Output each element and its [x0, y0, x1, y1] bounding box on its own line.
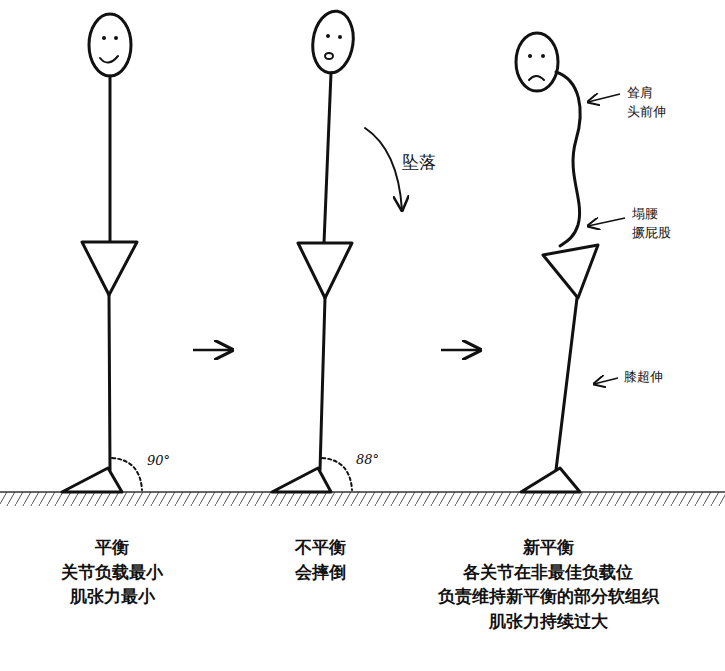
caption: 新平衡 各关节在非最佳负载位 负责维持新平衡的部分软组织 肌张力持续过大	[438, 535, 659, 634]
leader-arrows	[193, 94, 625, 384]
callout-label: 膝超伸	[624, 368, 663, 387]
callout-label: 塌腰 撅屁股	[632, 205, 671, 243]
motion-label: 坠落	[402, 150, 436, 175]
angle-label: 88°	[356, 451, 379, 470]
angle-label: 90°	[147, 452, 170, 471]
unbalanced-figure	[272, 9, 402, 492]
balanced-figure	[62, 14, 142, 492]
compensated-figure	[516, 33, 598, 492]
caption: 平衡 关节负载最小 肌张力最小	[61, 535, 163, 609]
caption: 不平衡 会摔倒	[295, 535, 346, 584]
ground	[0, 492, 725, 506]
callout-label: 耸肩 头前伸	[627, 84, 666, 122]
